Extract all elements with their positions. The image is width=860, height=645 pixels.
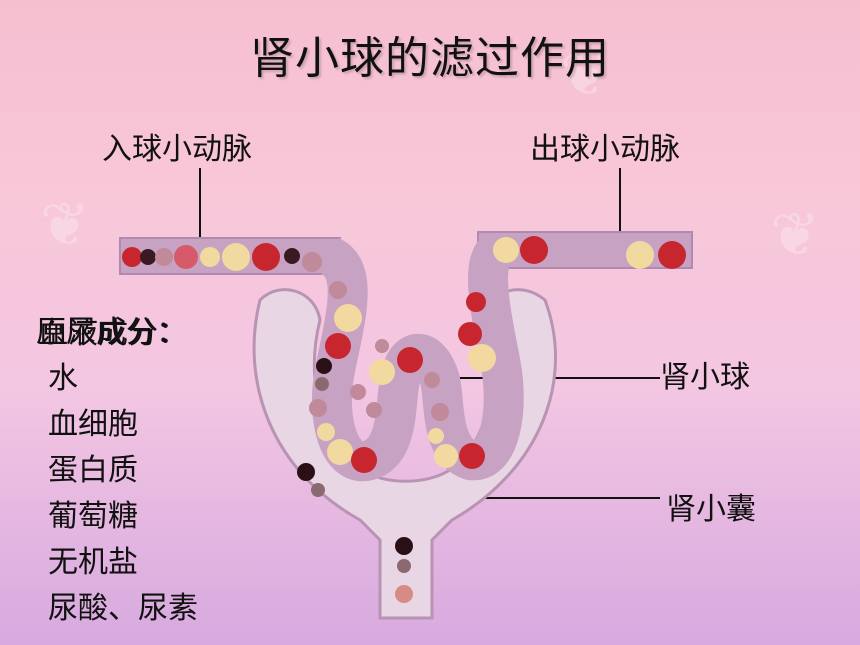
filtrate-particles (297, 463, 413, 603)
label-efferent-arteriole: 出球小动脉 (530, 132, 680, 167)
components-heading: 原尿成分： 血液成分： (36, 310, 198, 356)
blood-cells-glomerulus (309, 281, 496, 473)
components-list: 原尿成分： 血液成分： 水 血细胞 蛋白质 葡萄糖 无机盐 尿酸、尿素 (36, 310, 198, 632)
component-item: 无机盐 (48, 545, 138, 580)
component-item: 尿酸、尿素 (48, 591, 198, 626)
page-title: 肾小球的滤过作用 (250, 33, 610, 84)
butterfly-decoration-2: ❦ (770, 200, 821, 270)
component-item: 蛋白质 (48, 453, 138, 488)
butterfly-decoration-1: ❦ (40, 190, 91, 260)
components-heading-filtrate: 原尿成分： (36, 315, 186, 350)
component-item: 水 (48, 361, 78, 396)
components-heading-blood: 血液成分： (38, 316, 188, 351)
blood-cells-efferent (493, 236, 686, 269)
component-item: 葡萄糖 (48, 499, 138, 534)
label-afferent-arteriole: 入球小动脉 (102, 132, 252, 167)
component-item: 血细胞 (48, 407, 138, 442)
label-renal-capsule: 肾小囊 (666, 492, 756, 527)
blood-cells-afferent (122, 243, 322, 272)
label-glomerulus: 肾小球 (660, 360, 750, 395)
butterfly-decoration-3: ❦ (560, 40, 611, 110)
